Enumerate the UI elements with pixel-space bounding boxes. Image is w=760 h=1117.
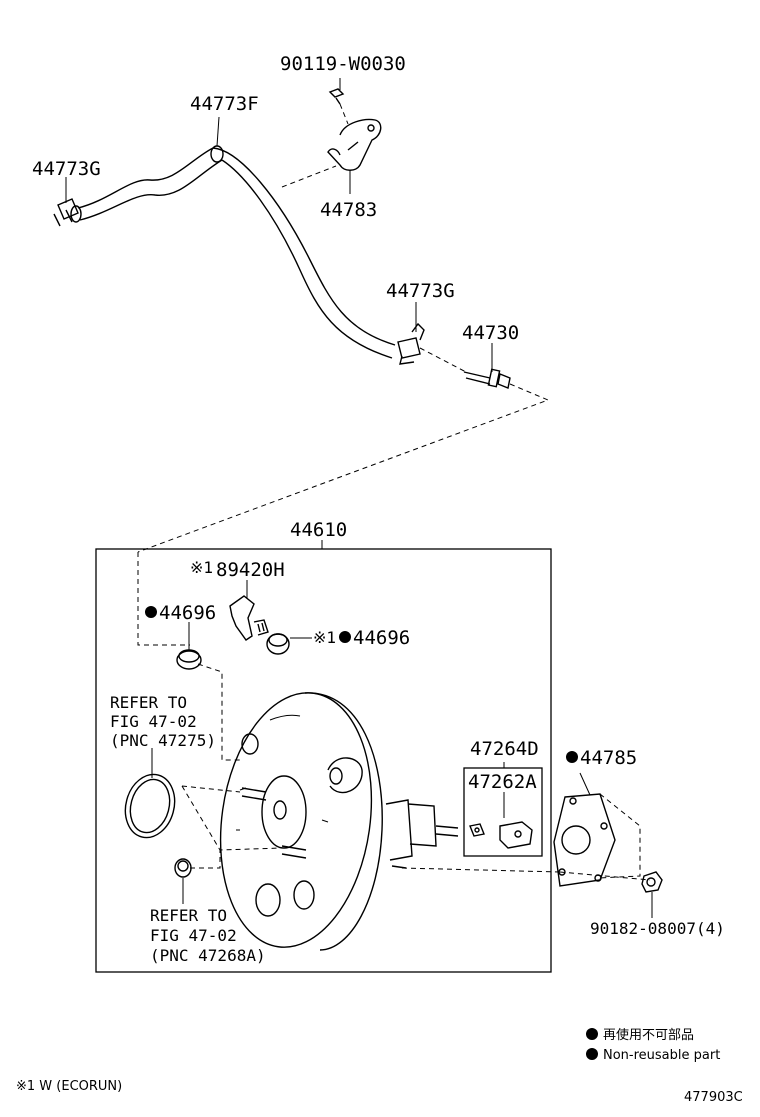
- vacuum-hose-44773F[interactable]: [77, 145, 396, 359]
- nut-90182[interactable]: [641, 871, 663, 893]
- ref-mark-89420H: ※1: [190, 558, 213, 577]
- label-44610: 44610: [290, 519, 347, 541]
- refer-note-line: REFER TO: [110, 693, 187, 712]
- pin-assembly-box-47264D: [463, 767, 543, 857]
- label-44696-left: 44696: [159, 602, 216, 624]
- o-ring-seal[interactable]: [119, 769, 182, 843]
- label-89420H: 89420H: [216, 559, 285, 581]
- label-44696-right: 44696: [353, 627, 410, 649]
- legend-non-reusable-en: Non-reusable part: [603, 1048, 720, 1063]
- grommet-44696-left[interactable]: [176, 649, 202, 670]
- non-reusable-bullet: [339, 631, 351, 643]
- label-47262A: 47262A: [468, 771, 537, 793]
- label-44773G-left: 44773G: [32, 158, 101, 180]
- label-90119: 90119-W0030: [280, 53, 406, 75]
- hose-clip-right[interactable]: [397, 322, 425, 365]
- vacuum-sensor-89420H[interactable]: [229, 595, 269, 641]
- label-44773F: 44773F: [190, 93, 259, 115]
- refer-note-47268A[interactable]: REFER TO FIG 47-02 (PNC 47268A): [150, 906, 266, 965]
- label-90182: 90182-08007(4): [590, 919, 725, 938]
- figure-id: 477903C: [684, 1090, 743, 1105]
- footnote: ※1 W (ECORUN): [16, 1079, 122, 1094]
- label-47264D: 47264D: [470, 738, 539, 760]
- non-reusable-bullet: [566, 751, 578, 763]
- refer-note-line: (PNC 47268A): [150, 946, 266, 965]
- brake-booster-box-44610: [95, 548, 552, 973]
- refer-note-47275[interactable]: REFER TO FIG 47-02 (PNC 47275): [110, 693, 216, 750]
- brake-booster-body[interactable]: [205, 683, 459, 957]
- legend-non-reusable-jp: 再使用不可部品: [603, 1027, 694, 1043]
- grommet-44696-right[interactable]: [266, 633, 290, 655]
- hose-clip-left[interactable]: [53, 198, 82, 227]
- label-44730: 44730: [462, 322, 519, 344]
- legend-bullet: [586, 1048, 598, 1060]
- hose-bracket-44783[interactable]: [327, 118, 382, 171]
- bolt-90119[interactable]: [328, 88, 345, 105]
- label-44785: 44785: [580, 747, 637, 769]
- ref-mark-44696: ※1: [313, 628, 336, 647]
- legend-bullet: [586, 1028, 598, 1040]
- label-44783: 44783: [320, 199, 377, 221]
- clevis-47262A[interactable]: [469, 821, 533, 849]
- refer-note-line: FIG 47-02: [110, 712, 197, 731]
- nut-47268A[interactable]: [174, 858, 192, 878]
- label-44773G-right: 44773G: [386, 280, 455, 302]
- refer-note-line: REFER TO: [150, 906, 227, 925]
- refer-note-line: (PNC 47275): [110, 731, 216, 750]
- non-reusable-bullet: [145, 606, 157, 618]
- refer-note-line: FIG 47-02: [150, 926, 237, 945]
- check-valve-44730[interactable]: [463, 368, 511, 389]
